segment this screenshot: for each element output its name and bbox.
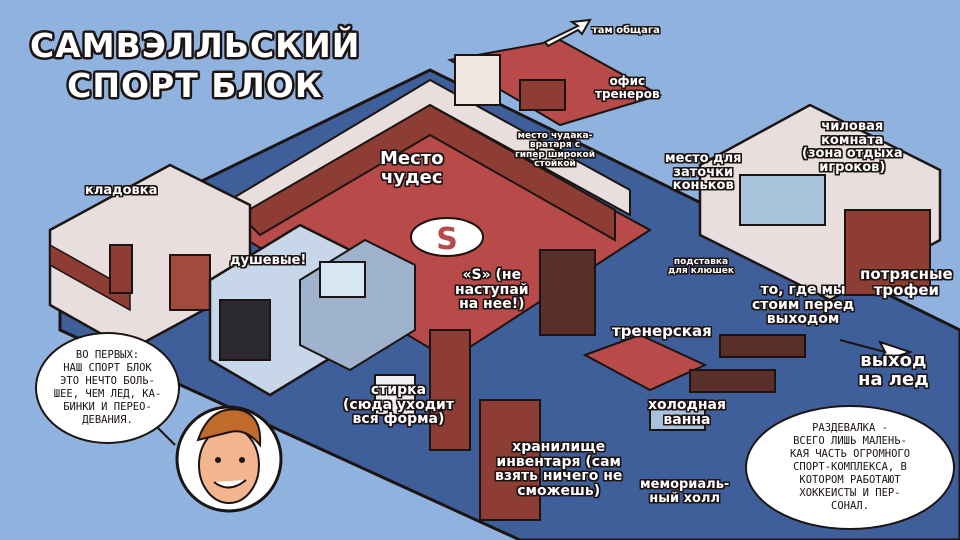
label-sharpening: место для заточки коньков [665,151,742,194]
trophy-case [844,209,931,296]
label-dorm: там общага [592,25,660,36]
label-chill-room: чиловая комната (зона отдыха игроков) [802,119,903,175]
s-logo: S [410,217,484,257]
left-speech-bubble: ВО ПЕРВЫХ: НАШ СПОРТ БЛОК ЭТО НЕЧТО БОЛЬ… [35,332,180,444]
label-equipment: хранилище инвентаря (сам взять ничего не… [495,439,623,500]
bench-1 [719,334,806,358]
chill-window [739,174,826,226]
label-laundry: стирка (сюда уходит вся форма) [343,382,454,428]
label-exit-ice: выход на лед [858,350,929,390]
label-coach-office: офис тренеров [595,74,660,101]
label-stick-rack: подставка для клюшек [668,257,734,277]
office-desk [519,79,566,111]
laundry-machine [374,374,416,416]
label-coach-room: тренерская [612,322,712,340]
dorm-arrow-icon [543,18,592,48]
label-storage: кладовка [85,183,158,198]
mirror [319,261,366,298]
label-trophies: потрясные трофеи [860,265,953,299]
label-s-logo-note: «S» (не наступай на нее!) [455,267,529,313]
shower-stall [219,299,271,361]
character-avatar [175,405,283,513]
page-title: САМВЭЛЛЬСКИЙ СПОРТ БЛОК [30,26,360,105]
label-showers: душевые! [230,253,307,268]
cold-bath [649,399,706,431]
label-cold-bath: холодная ванна [648,397,726,428]
title-line-2: СПОРТ БЛОК [67,65,323,105]
locker-row-back [238,103,616,242]
bench-2 [689,369,776,393]
label-memorial: мемориаль- ный холл [640,477,730,506]
exit-arrow-icon [839,339,914,364]
label-miracle-spot: Место чудес [380,148,444,188]
tall-cabinet [539,249,596,336]
right-speech-bubble: РАЗДЕВАЛКА - ВСЕГО ЛИШЬ МАЛЕНЬ- КАЯ ЧАСТ… [745,405,955,530]
office-board [454,54,501,106]
title-line-1: САМВЭЛЛЬСКИЙ [30,26,361,65]
storage-shelf [169,254,211,311]
label-before-exit: то, где мы стоим перед выходом [752,282,855,328]
s-logo-letter: S [436,222,458,257]
equipment-shelf-1 [429,329,471,451]
coach-room-rug [582,333,708,392]
label-goalie-spot: место чудака- вратаря с гипер широкой ст… [515,131,595,170]
equipment-shelf-2 [479,399,541,521]
storage-door [109,244,133,294]
